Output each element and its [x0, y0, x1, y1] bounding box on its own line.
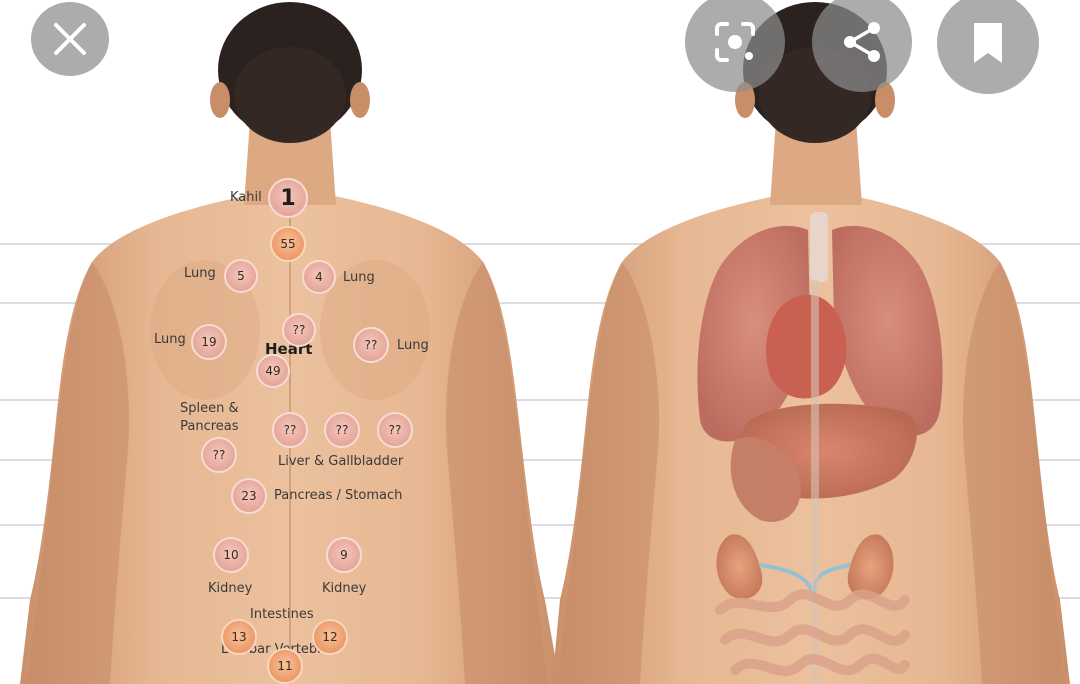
share-button[interactable]: [812, 0, 912, 92]
close-button[interactable]: [31, 2, 109, 76]
point-heart-top: ??: [282, 313, 316, 347]
close-icon: [54, 23, 86, 55]
point-liver-b: ??: [324, 412, 360, 448]
point-10: 10: [213, 537, 249, 573]
label-lung-mid-right: Lung: [397, 338, 429, 353]
point-4: 4: [302, 260, 336, 294]
point-spleen: ??: [201, 437, 237, 473]
right-torso: [552, 2, 1070, 684]
label-spleen-pancreas: Spleen & Pancreas: [180, 401, 239, 434]
label-intestines: Intestines: [250, 607, 314, 622]
point-1: 1: [268, 178, 308, 218]
label-kahil: Kahil: [230, 190, 262, 205]
label-kidney-left: Kidney: [208, 581, 253, 596]
lens-button[interactable]: [685, 0, 785, 92]
point-5: 5: [224, 259, 258, 293]
label-liver-gallbladder: Liver & Gallbladder: [278, 454, 404, 469]
label-lung-upper-left: Lung: [184, 266, 216, 281]
label-lung-mid-left: Lung: [154, 332, 186, 347]
label-lung-upper-right: Lung: [343, 270, 375, 285]
point-49: 49: [256, 354, 290, 388]
point-19: 19: [191, 324, 227, 360]
point-13: 13: [221, 619, 257, 655]
bookmark-button[interactable]: [937, 0, 1039, 94]
point-liver-a: ??: [272, 412, 308, 448]
point-lung-right: ??: [353, 327, 389, 363]
point-9: 9: [326, 537, 362, 573]
lens-search-icon: [715, 22, 755, 62]
label-kidney-right: Kidney: [322, 581, 367, 596]
point-11: 11: [267, 648, 303, 684]
point-liver-c: ??: [377, 412, 413, 448]
point-12: 12: [312, 619, 348, 655]
point-23: 23: [231, 478, 267, 514]
share-icon: [844, 22, 880, 62]
point-55: 55: [270, 226, 306, 262]
bookmark-icon: [974, 23, 1002, 63]
label-pancreas-stomach: Pancreas / Stomach: [274, 488, 403, 503]
